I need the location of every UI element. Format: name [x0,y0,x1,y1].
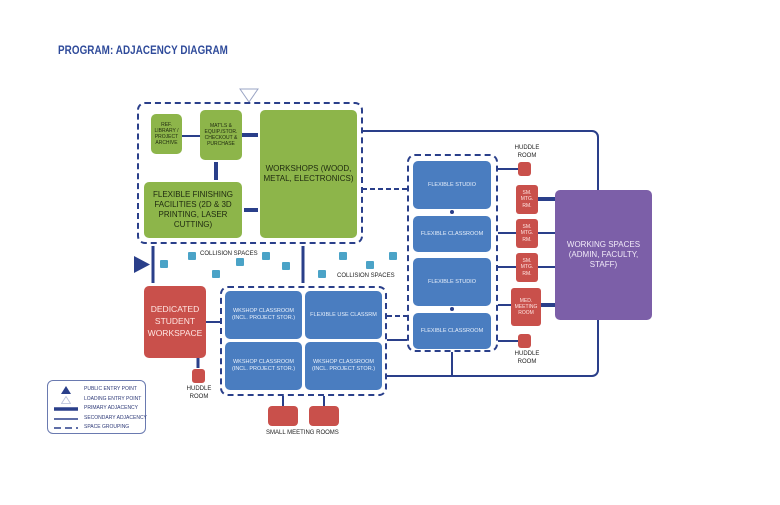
collision-space [212,270,220,278]
sm-mtg-room-2[interactable]: SM. MTG. RM. [516,219,538,248]
workshops-box[interactable]: WORKSHOPS (WOOD, METAL, ELECTRONICS) [260,110,357,238]
workshop-space-group [137,102,363,244]
wkshop-classroom-2-label: WKSHOP CLASSROOM (INCL. PROJECT STOR.) [231,359,296,372]
working-spaces-box[interactable]: WORKING SPACES (ADMIN, FACULTY, STAFF) [555,190,652,320]
page-title: PROGRAM: ADJACENCY DIAGRAM [58,43,228,57]
huddle-room-top[interactable] [518,162,531,176]
matls-checkout-label: MAT'LS & EQUIP./STOR. CHECKOUT & PURCHAS… [204,122,238,148]
sm-mtg-room-1-label: SM. MTG. RM. [520,190,534,209]
workshops-label: WORKSHOPS (WOOD, METAL, ELECTRONICS) [263,164,354,183]
sm-mtg-room-2-label: SM. MTG. RM. [520,224,534,243]
wkshop-classroom-1-label: WKSHOP CLASSROOM (INCL. PROJECT STOR.) [231,308,296,321]
ref-library-label: REF. LIBRARY / PROJECT ARCHIVE [154,121,179,147]
collision-space [188,252,196,260]
legend-label: SPACE GROUPING [84,424,130,430]
huddle-room-left[interactable] [192,369,205,383]
loading-entry-icon [61,395,71,404]
legend: PUBLIC ENTRY POINT LOADING ENTRY POINT P… [47,380,147,434]
huddle-room-bottom-label: HUDDLE ROOM [514,351,540,365]
huddle-room-left-label: HUDDLE ROOM [186,386,212,400]
sm-mtg-room-1[interactable]: SM. MTG. RM. [516,185,538,214]
collision-space [236,258,244,266]
legend-label: PRIMARY ADJACENCY [84,405,138,411]
collision-space [318,270,326,278]
collision-spaces-label: COLLISION SPACES [337,273,395,279]
wkshop-classroom-1[interactable]: WKSHOP CLASSROOM (INCL. PROJECT STOR.) [225,291,302,339]
wkshop-classroom-3[interactable]: WKSHOP CLASSROOM (INCL. PROJECT STOR.) [305,342,382,390]
legend-label: PUBLIC ENTRY POINT [84,386,137,392]
flexible-studio-1-label: FLEXIBLE STUDIO [428,181,476,188]
flexible-use-classroom-label: FLEXIBLE USE CLASSRM [310,311,377,318]
small-meeting-room-1[interactable] [268,406,298,426]
matls-checkout-box[interactable]: MAT'LS & EQUIP./STOR. CHECKOUT & PURCHAS… [200,110,242,160]
legend-item: SECONDARY ADJACENCY [48,413,147,423]
small-meeting-room-2[interactable] [309,406,339,426]
legend-item: SPACE GROUPING [48,422,145,432]
huddle-room-bottom[interactable] [518,334,531,348]
legend-item: LOADING ENTRY POINT [48,394,145,404]
primary-adjacency-icon [54,407,78,411]
flexible-use-classroom[interactable]: FLEXIBLE USE CLASSRM [305,291,382,339]
med-meeting-room[interactable]: MED. MEETING ROOM [511,288,541,326]
public-entry-icon [61,386,71,394]
connection-dot [450,210,454,214]
legend-item: PUBLIC ENTRY POINT [48,384,145,394]
secondary-adjacency-icon [54,417,78,420]
wkshop-classroom-2[interactable]: WKSHOP CLASSROOM (INCL. PROJECT STOR.) [225,342,302,390]
med-meeting-room-label: MED. MEETING ROOM [514,297,538,317]
flexible-classroom-1[interactable]: FLEXIBLE CLASSROOM [413,216,491,252]
collision-space [262,252,270,260]
collision-space [160,260,168,268]
small-meeting-rooms-label: SMALL MEETING ROOMS [266,430,339,436]
collision-space [339,252,347,260]
finishing-facilities-label: FLEXIBLE FINISHING FACILITIES (2D & 3D P… [152,190,234,229]
sm-mtg-room-3[interactable]: SM. MTG. RM. [516,253,538,282]
loading-entry-icon [239,88,259,103]
wkshop-classroom-3-label: WKSHOP CLASSROOM (INCL. PROJECT STOR.) [311,359,376,372]
flexible-studio-2[interactable]: FLEXIBLE STUDIO [413,258,491,306]
public-entry-icon [134,256,150,273]
dedicated-workspace-box[interactable]: DEDICATED STUDENT WORKSPACE [144,286,206,358]
classroom-space-group [220,286,387,396]
flexible-studio-group [407,154,498,352]
ref-library-box[interactable]: REF. LIBRARY / PROJECT ARCHIVE [151,114,182,154]
flexible-studio-1[interactable]: FLEXIBLE STUDIO [413,161,491,209]
flexible-classroom-2-label: FLEXIBLE CLASSROOM [420,327,484,334]
legend-label: LOADING ENTRY POINT [84,395,142,402]
dedicated-workspace-label: DEDICATED STUDENT WORKSPACE [147,304,203,338]
collision-space [389,252,397,260]
collision-space [366,261,374,269]
flexible-classroom-1-label: FLEXIBLE CLASSROOM [420,230,484,237]
finishing-facilities-box[interactable]: FLEXIBLE FINISHING FACILITIES (2D & 3D P… [144,182,242,238]
working-spaces-label: WORKING SPACES (ADMIN, FACULTY, STAFF) [566,240,641,269]
collision-space [282,262,290,270]
huddle-room-top-label: HUDDLE ROOM [514,145,540,159]
flexible-classroom-2[interactable]: FLEXIBLE CLASSROOM [413,313,491,349]
sm-mtg-room-3-label: SM. MTG. RM. [520,258,534,277]
flexible-studio-2-label: FLEXIBLE STUDIO [428,278,476,285]
collision-spaces-label: COLLISION SPACES [200,251,258,257]
space-grouping-icon [54,427,78,429]
legend-item: PRIMARY ADJACENCY [48,403,145,413]
secondary-adjacency-line [362,130,599,190]
secondary-adjacency-line [387,320,599,377]
legend-label: SECONDARY ADJACENCY [84,414,147,421]
connection-dot [450,307,454,311]
